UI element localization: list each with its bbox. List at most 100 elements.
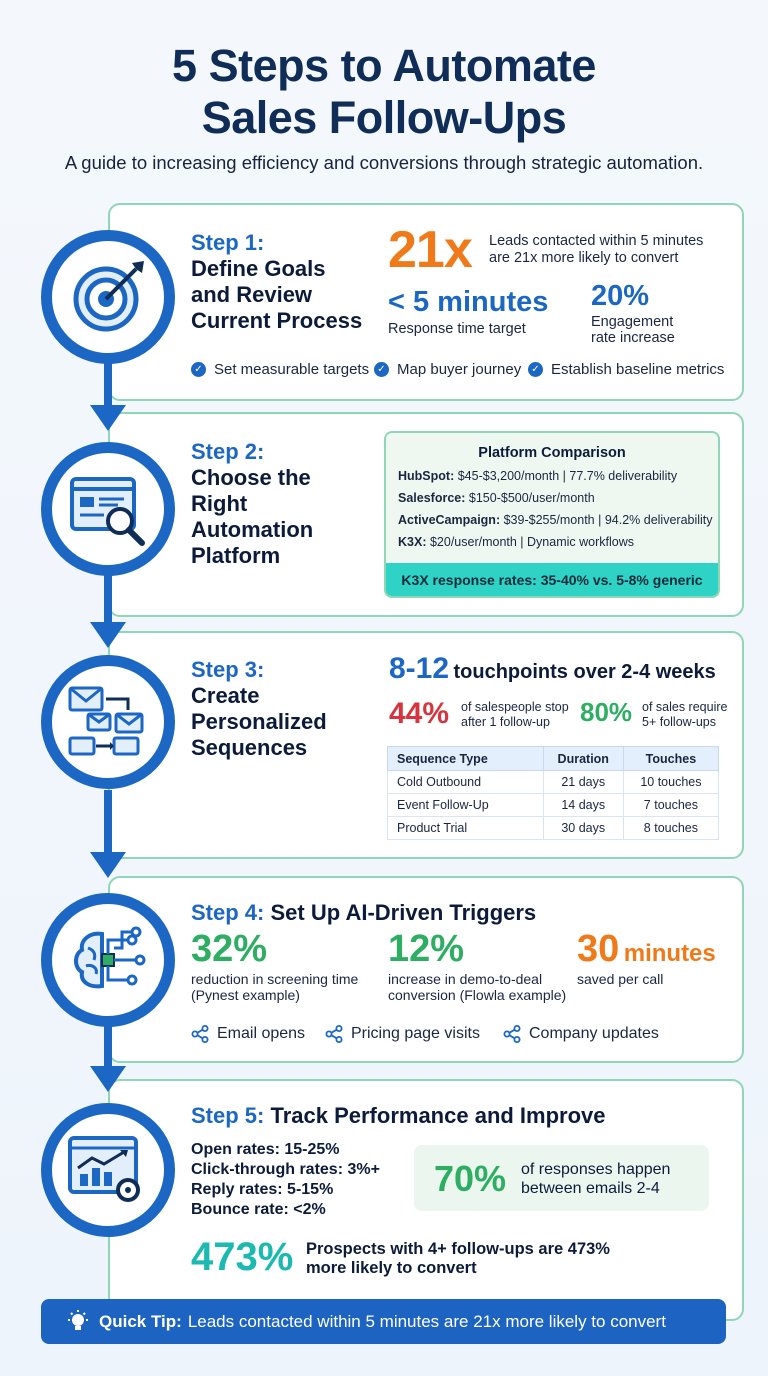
share-icon bbox=[191, 1025, 209, 1043]
step3-title-line: Personalized bbox=[191, 709, 327, 734]
arrow-down-icon bbox=[90, 405, 126, 431]
step1-card bbox=[108, 203, 744, 401]
step2-title-line: Right bbox=[191, 491, 248, 516]
stat-label-line: conversion (Flowla example) bbox=[388, 987, 567, 1003]
analytics-chart-icon bbox=[68, 1136, 140, 1202]
check-label: Establish baseline metrics bbox=[551, 361, 725, 378]
step1-title-line: and Review bbox=[191, 282, 313, 307]
connector-line bbox=[104, 555, 112, 627]
comparison-title: Platform Comparison bbox=[478, 445, 626, 461]
page-subtitle: A guide to increasing efficiency and con… bbox=[64, 152, 704, 173]
platform-detail: $150-$500/user/month bbox=[468, 491, 595, 505]
stat-44-percent: 44% bbox=[389, 697, 450, 730]
step3-heading: Step 3: Create Personalized Sequences bbox=[191, 657, 327, 761]
step2-heading: Step 2: Choose the Right Automation Plat… bbox=[191, 439, 313, 569]
stat-12-percent: 12% bbox=[388, 928, 465, 970]
trigger-item: Email opens bbox=[191, 1025, 305, 1043]
table-cell: 30 days bbox=[542, 816, 624, 840]
platform-comparison-box: Platform Comparison HubSpot: $45-$3,200/… bbox=[384, 431, 720, 598]
stat-label-line: rate increase bbox=[591, 330, 675, 346]
table-cell: 21 days bbox=[542, 770, 624, 794]
sequence-table: Sequence Type Duration Touches Cold Outb… bbox=[387, 746, 720, 840]
arrow-down-icon bbox=[90, 622, 126, 648]
stat-473-percent: 473% bbox=[191, 1235, 294, 1279]
check-icon: ✓ bbox=[191, 362, 206, 377]
trigger-label: Pricing page visits bbox=[351, 1025, 480, 1042]
stat-label-line: 5+ follow-ups bbox=[642, 715, 716, 729]
stat-label-line: reduction in screening time bbox=[191, 971, 359, 987]
step5-title: Track Performance and Improve bbox=[270, 1103, 606, 1128]
step2-icon-circle bbox=[41, 442, 175, 576]
stat-30-minutes: 30 minutes bbox=[577, 928, 716, 971]
quick-tip-text: Leads contacted within 5 minutes are 21x… bbox=[187, 1311, 666, 1331]
table-cell: Event Follow-Up bbox=[387, 793, 544, 817]
stat-label-line: (Pynest example) bbox=[191, 987, 300, 1003]
stat-touchpoints-text: touchpoints over 2-4 weeks bbox=[453, 661, 716, 683]
step1-number: Step 1: bbox=[191, 230, 265, 255]
step1-icon-circle bbox=[41, 230, 175, 364]
step5-number: Step 5: bbox=[191, 1103, 265, 1128]
platform-name: Salesforce: bbox=[398, 491, 466, 505]
step4-number: Step 4: bbox=[191, 900, 265, 925]
metric-item: Reply rates: 5-15% bbox=[191, 1181, 334, 1198]
metric-item: Click-through rates: 3%+ bbox=[191, 1161, 380, 1178]
trigger-item: Company updates bbox=[503, 1025, 659, 1043]
step2-title-line: Platform bbox=[191, 543, 281, 568]
connector-line bbox=[104, 790, 112, 854]
platform-detail: $20/user/month | Dynamic workflows bbox=[429, 535, 634, 549]
page-title: 5 Steps to Automate Sales Follow-Ups bbox=[0, 40, 768, 144]
step4-title: Set Up AI-Driven Triggers bbox=[270, 900, 537, 925]
step2-title-line: Choose the bbox=[191, 465, 311, 490]
stat-44-percent-label: of salespeople stop after 1 follow-up bbox=[461, 700, 569, 730]
stat-8-12: 8-12 bbox=[389, 652, 450, 685]
step3-title-line: Create bbox=[191, 683, 260, 708]
check-item: ✓ Establish baseline metrics bbox=[528, 361, 724, 378]
table-row: Cold Outbound 21 days 10 touches bbox=[387, 770, 720, 794]
stat-label-line: Engagement bbox=[591, 314, 674, 330]
check-icon: ✓ bbox=[528, 362, 543, 377]
table-cell: 14 days bbox=[542, 793, 624, 817]
table-row: Event Follow-Up 14 days 7 touches bbox=[387, 793, 720, 817]
quick-tip-label: Quick Tip: bbox=[99, 1311, 182, 1331]
ai-brain-icon bbox=[74, 926, 146, 989]
step2-title-line: Automation bbox=[191, 517, 314, 542]
table-header: Sequence Type bbox=[387, 746, 544, 771]
stat-touchpoints: 8-12 touchpoints over 2-4 weeks bbox=[389, 652, 716, 686]
stat-32-percent: 32% bbox=[191, 928, 268, 970]
platform-row: ActiveCampaign: $39-$255/month | 94.2% d… bbox=[398, 513, 713, 527]
step1-title-line: Define Goals bbox=[191, 256, 326, 281]
metric-item: Open rates: 15-25% bbox=[191, 1141, 340, 1158]
stat-80-percent-label: of sales require 5+ follow-ups bbox=[642, 700, 727, 730]
stat-label-line: increase in demo-to-deal bbox=[388, 971, 543, 987]
platform-row: K3X: $20/user/month | Dynamic workflows bbox=[398, 535, 634, 549]
stat-label-line: of sales require bbox=[642, 700, 728, 714]
check-item: ✓Map buyer journey bbox=[374, 361, 521, 378]
share-icon bbox=[325, 1025, 343, 1043]
step3-number: Step 3: bbox=[191, 657, 265, 682]
stat-5-minutes-label: Response time target bbox=[388, 321, 526, 337]
table-cell: Cold Outbound bbox=[387, 770, 544, 794]
metric-item: Bounce rate: <2% bbox=[191, 1201, 326, 1218]
stat-label-line: more likely to convert bbox=[306, 1259, 477, 1277]
title-line-1: 5 Steps to Automate bbox=[172, 40, 596, 91]
check-item: ✓Set measurable targets bbox=[191, 361, 369, 378]
stat-70-percent-label: of responses happen between emails 2-4 bbox=[521, 1160, 670, 1198]
stat-12-percent-label: increase in demo-to-deal conversion (Flo… bbox=[388, 971, 566, 1003]
stat-21x: 21x bbox=[388, 221, 473, 279]
step5-icon-circle bbox=[41, 1103, 175, 1237]
table-row: Product Trial 30 days 8 touches bbox=[387, 816, 720, 840]
stat-30-unit: minutes bbox=[623, 940, 716, 967]
stat-30-number: 30 bbox=[577, 928, 620, 970]
stat-473-percent-label: Prospects with 4+ follow-ups are 473% mo… bbox=[306, 1240, 610, 1278]
step5-heading: Step 5: Track Performance and Improve bbox=[191, 1103, 606, 1129]
platform-name: HubSpot: bbox=[398, 469, 455, 483]
step1-heading: Step 1: Define Goals and Review Current … bbox=[191, 230, 362, 334]
metrics-list: Open rates: 15-25% Click-through rates: … bbox=[191, 1140, 380, 1220]
share-icon bbox=[503, 1025, 521, 1043]
step4-heading: Step 4: Set Up AI-Driven Triggers bbox=[191, 900, 536, 926]
step1-title-line: Current Process bbox=[191, 308, 363, 333]
trigger-label: Email opens bbox=[217, 1025, 306, 1042]
check-icon: ✓ bbox=[374, 362, 389, 377]
platform-row: HubSpot: $45-$3,200/month | 77.7% delive… bbox=[398, 469, 677, 483]
email-sequence-icon bbox=[68, 686, 144, 756]
